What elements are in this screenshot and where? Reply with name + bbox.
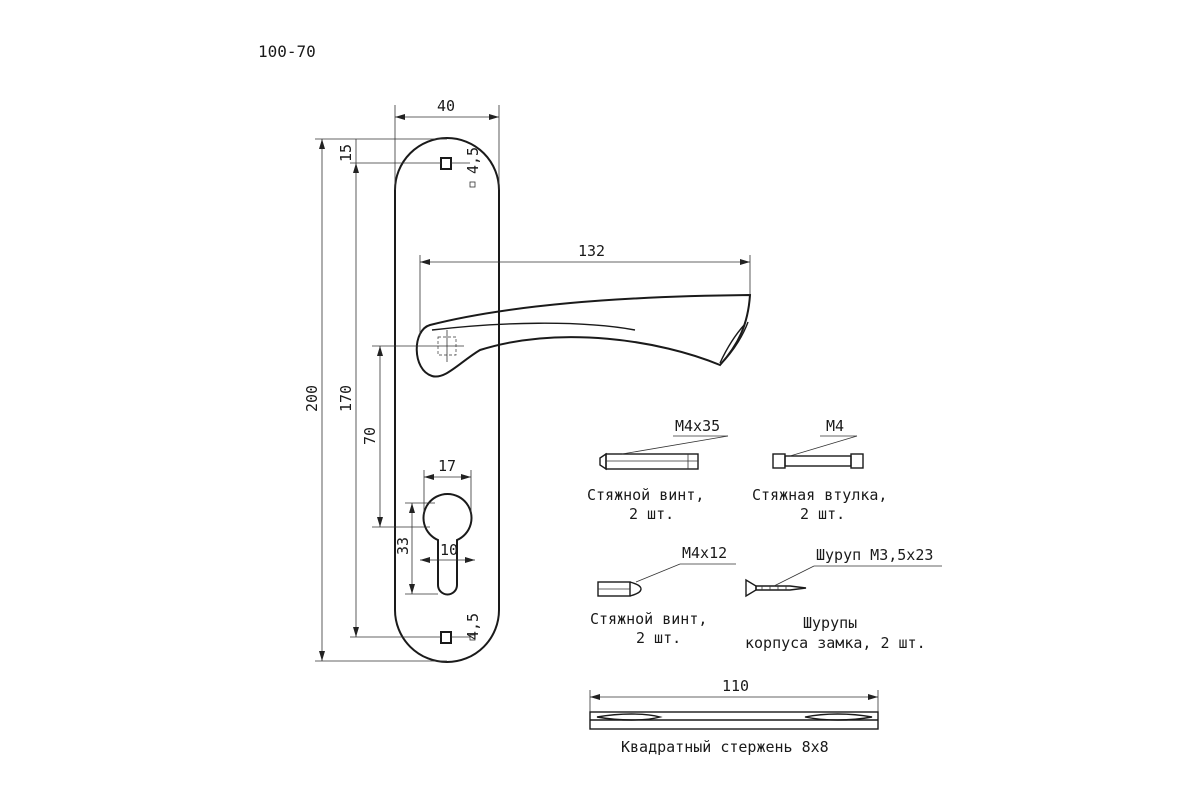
dim-hole-size-bottom: 4,5: [451, 613, 482, 640]
bottom-hole-small-square: [469, 634, 476, 641]
sleeve-caption-2: 2 шт.: [800, 505, 845, 523]
screw-long-caption-1: Стяжной винт,: [587, 486, 704, 504]
wood-screw-caption-1: Шурупы: [803, 614, 857, 632]
plate-height-label: 200: [303, 385, 321, 412]
dim-cylinder-height: 33: [394, 502, 438, 595]
top-offset-label: 15: [337, 144, 355, 162]
spindle-length-label: 110: [722, 677, 749, 695]
cylinder-width-label: 17: [438, 457, 456, 475]
spindle-caption: Квадратный стержень 8х8: [621, 738, 829, 756]
dim-cylinder-slot: 10: [420, 541, 475, 563]
backplate: [394, 137, 500, 663]
dim-plate-width: 40: [394, 97, 500, 190]
hole-size-bottom-label: 4,5: [464, 613, 482, 640]
screw-short-caption-1: Стяжной винт,: [590, 610, 707, 628]
dim-plate-height: 200: [303, 138, 447, 662]
screw-short-caption-2: 2 шт.: [636, 629, 681, 647]
top-hole-small-square: [469, 181, 476, 188]
dim-center-distance: 70: [361, 345, 430, 528]
part-spindle: 110 Квадратный стержень 8х8: [589, 677, 879, 756]
center-distance-label: 70: [361, 427, 379, 445]
dim-top-offset: 15: [337, 139, 357, 163]
sleeve-caption-1: Стяжная втулка,: [752, 486, 887, 504]
lever-handle: [415, 293, 752, 378]
bottom-screw-hole: [440, 631, 452, 644]
hole-spacing-label: 170: [337, 385, 355, 412]
part-wood-screw: Шуруп М3,5х23 Шурупы корпуса замка, 2 шт…: [745, 546, 942, 652]
part-screw-long: М4х35 Стяжной винт, 2 шт.: [587, 417, 729, 523]
plate-width-label: 40: [437, 97, 455, 115]
wood-screw-spec: Шуруп М3,5х23: [816, 546, 933, 564]
lever-length-label: 132: [578, 242, 605, 260]
model-title: 100-70: [258, 42, 316, 61]
part-screw-short: М4х12 Стяжной винт, 2 шт.: [590, 544, 736, 647]
dim-hole-size-top: 4,5: [451, 147, 482, 174]
screw-short-spec: М4х12: [682, 544, 727, 562]
cylinder-slot-label: 10: [440, 541, 458, 559]
dim-lever-length: 132: [419, 242, 751, 335]
hole-size-top-label: 4,5: [464, 147, 482, 174]
wood-screw-caption-2: корпуса замка, 2 шт.: [745, 634, 926, 652]
screw-long-caption-2: 2 шт.: [629, 505, 674, 523]
screw-long-spec: М4х35: [675, 417, 720, 435]
dim-hole-spacing: 170: [337, 162, 441, 638]
sleeve-spec: М4: [826, 417, 844, 435]
dim-cylinder-width: 17: [423, 457, 472, 515]
top-screw-hole: [440, 157, 452, 170]
part-sleeve: М4 Стяжная втулка, 2 шт.: [752, 417, 887, 523]
cylinder-height-label: 33: [394, 537, 412, 555]
